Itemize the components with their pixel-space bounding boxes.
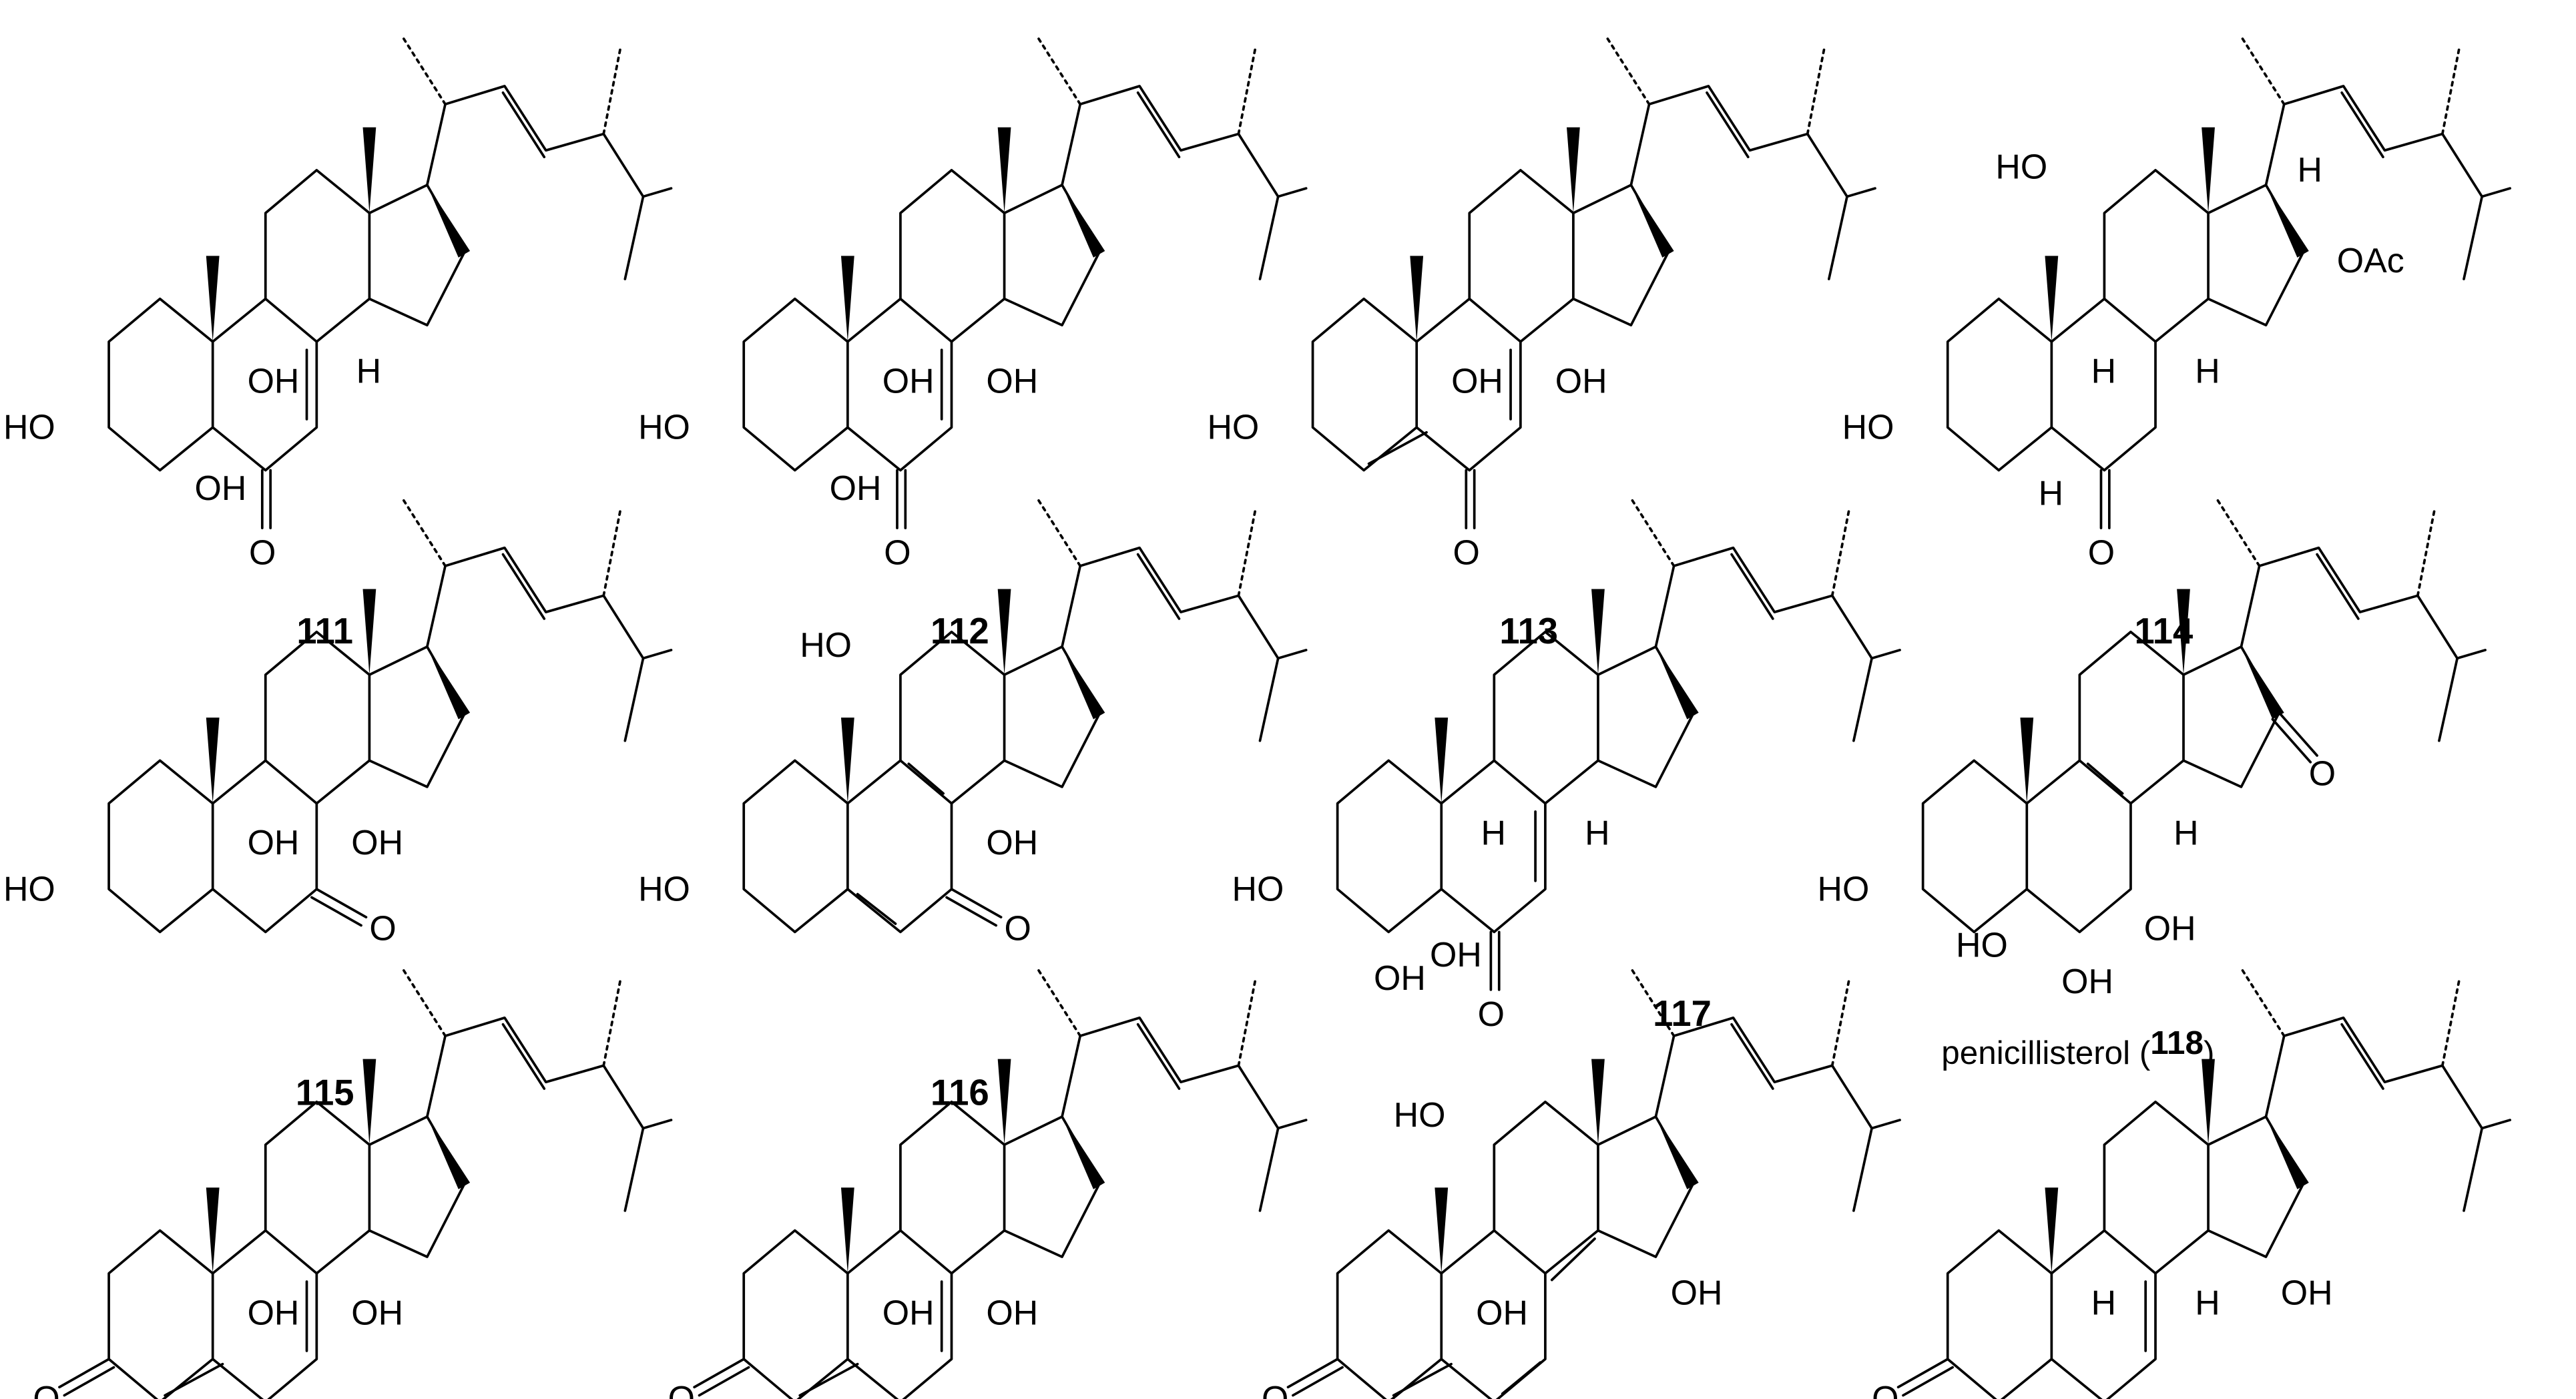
compound-122: O HO OEt H H OH 122 (1872, 966, 2512, 1399)
svg-text:OH: OH (2281, 1274, 2333, 1312)
compound-114: O HO HO H H H H OAc 114 (1842, 35, 2512, 651)
svg-text:OH: OH (351, 1293, 403, 1332)
compound-number: 111 (296, 611, 353, 651)
svg-text:OH: OH (1555, 361, 1607, 400)
svg-text:OH: OH (882, 1293, 935, 1332)
svg-text:HO: HO (1232, 869, 1284, 908)
svg-text:H: H (2039, 473, 2063, 512)
svg-text:H: H (2091, 1284, 2116, 1322)
svg-text:HO: HO (3, 408, 55, 447)
svg-text:OH: OH (986, 1293, 1038, 1332)
compound-121: O HO OH OH 121 (1262, 966, 1901, 1399)
compound-120: O O OH OH 120 (668, 966, 1308, 1399)
svg-text:HO: HO (800, 625, 852, 664)
svg-text:O: O (1453, 533, 1480, 571)
svg-text:H: H (2195, 1284, 2220, 1322)
compound-117: O HO OH OH H H 117 (1232, 497, 1901, 1034)
svg-text:OH: OH (1430, 935, 1482, 974)
compound-name: penicillisterol (118) (1941, 1025, 2214, 1071)
svg-text:H: H (2195, 352, 2220, 390)
svg-text:O: O (369, 909, 396, 948)
compound-115: O HO OH OH 115 (3, 497, 673, 1113)
compound-113: O HO OH OH 113 (1207, 35, 1876, 651)
svg-text:O: O (668, 1379, 695, 1399)
svg-text:OH: OH (986, 361, 1038, 400)
svg-text:H: H (1585, 813, 1609, 852)
compound-118: O HO HO OH OH H penicillisterol (118) (1818, 497, 2487, 1071)
svg-text:H: H (356, 352, 381, 390)
svg-text:HO: HO (638, 869, 690, 908)
compound-number: 116 (931, 1073, 989, 1113)
svg-text:HO: HO (1818, 869, 1870, 908)
svg-text:HO: HO (1207, 408, 1259, 447)
svg-text:O: O (1262, 1379, 1288, 1399)
svg-text:OH: OH (2061, 962, 2113, 1001)
svg-text:HO: HO (1981, 1396, 2033, 1399)
svg-text:OH: OH (2144, 909, 2196, 948)
svg-text:O: O (1872, 1379, 1898, 1399)
svg-text:OH: OH (195, 469, 247, 507)
svg-text:O: O (33, 1379, 59, 1399)
svg-text:OH: OH (1671, 1274, 1723, 1312)
svg-text:H: H (2091, 352, 2116, 390)
svg-text:O: O (2309, 754, 2336, 792)
svg-text:HO: HO (1995, 147, 2047, 186)
svg-text:H: H (1481, 813, 1506, 852)
svg-text:OH: OH (1451, 361, 1503, 400)
svg-text:OH: OH (986, 823, 1038, 862)
svg-text:OH: OH (1476, 1293, 1528, 1332)
svg-text:OH: OH (882, 361, 935, 400)
compound-number: 115 (296, 1073, 354, 1113)
svg-text:O: O (1005, 909, 1031, 948)
svg-text:HO: HO (638, 408, 690, 447)
svg-text:OH: OH (351, 823, 403, 862)
compound-111: O HO OH OH H 111 (3, 35, 673, 651)
svg-text:H: H (2297, 150, 2322, 189)
svg-text:OH: OH (1374, 958, 1426, 997)
compound-number: 112 (931, 611, 989, 651)
svg-text:HO: HO (3, 869, 55, 908)
svg-text:HO: HO (1842, 408, 1894, 447)
compound-119: O O OH OH calvasterol B (119) (33, 966, 673, 1399)
svg-text:O: O (2088, 533, 2115, 571)
svg-text:OH: OH (248, 823, 300, 862)
svg-text:O: O (249, 533, 276, 571)
svg-text:HO: HO (1956, 925, 2008, 964)
svg-text:OAc: OAc (2337, 241, 2404, 280)
compound-112: O HO OH OH OH 112 (638, 35, 1308, 651)
svg-text:OH: OH (248, 1293, 300, 1332)
svg-text:H: H (2173, 813, 2198, 852)
svg-text:OH: OH (248, 361, 300, 400)
svg-text:O: O (1478, 995, 1505, 1033)
svg-text:HO: HO (1394, 1095, 1446, 1134)
svg-text:OH: OH (830, 469, 882, 507)
svg-text:O: O (884, 533, 911, 571)
compound-116: O HO HO OH 116 (638, 497, 1308, 1113)
